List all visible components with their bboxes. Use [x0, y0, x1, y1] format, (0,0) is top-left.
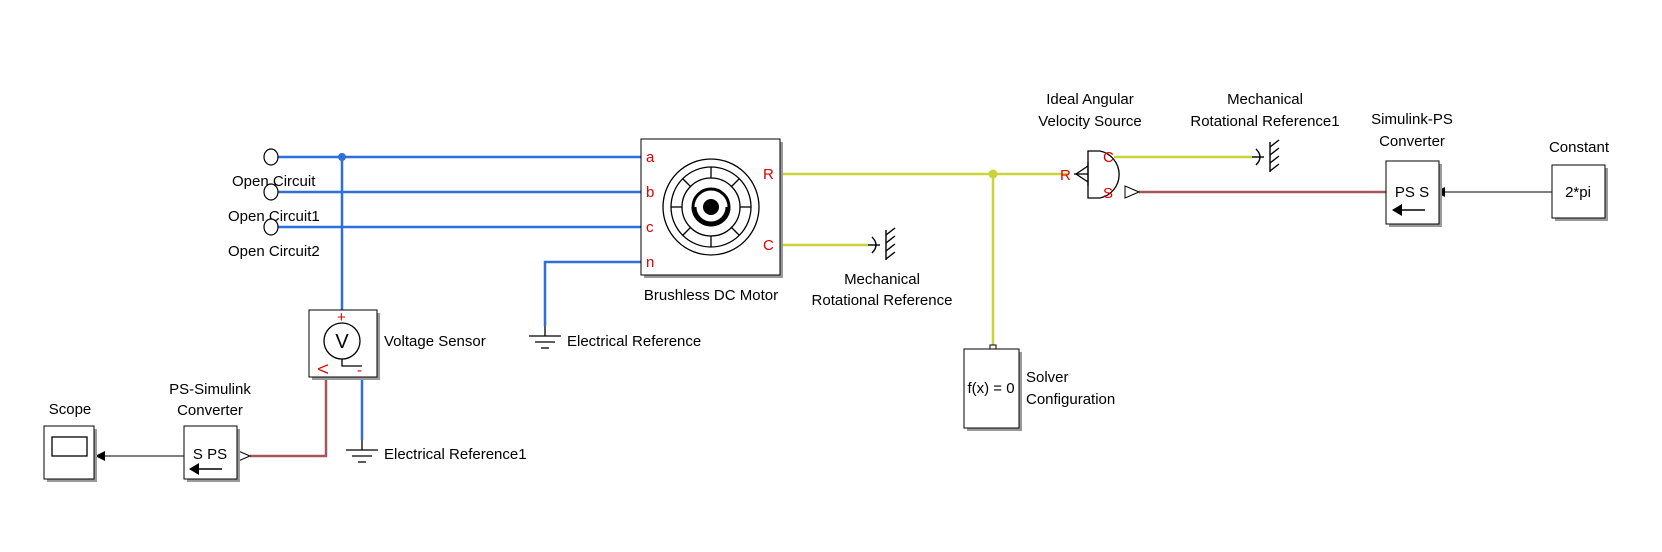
constant-value: 2*pi	[1565, 184, 1591, 201]
physical-signal-wires	[235, 185, 1386, 463]
open-circuit-label: Open Circuit	[232, 173, 316, 190]
solver-label-line1: Solver	[1026, 369, 1069, 386]
wire-sensor-to-converter[interactable]	[250, 378, 328, 458]
scope-screen-icon	[51, 436, 88, 457]
elec-ref-label: Electrical Reference	[567, 333, 701, 350]
open-circuit1-block[interactable]: Open Circuit1	[228, 183, 320, 225]
velocity-source-body	[1087, 150, 1120, 199]
ps-simulink-converter-block[interactable]: PS-Simulink Converter S PS	[169, 381, 251, 482]
elec-ref1-label: Electrical Reference1	[384, 446, 527, 463]
simulink-ps-label-line1: Simulink-PS	[1371, 111, 1453, 128]
solver-body	[963, 348, 1020, 429]
simulink-ps-body	[1385, 160, 1440, 225]
voltmeter-symbol: V	[335, 331, 349, 353]
brushless-dc-motor-block[interactable]: a b c n R C Brushless DC Motor	[640, 138, 783, 304]
wire-neutral-n[interactable]	[543, 260, 642, 326]
converter-arrow-icon	[189, 463, 222, 475]
mechanical-ground-icon	[868, 227, 896, 260]
open-circuit2-icon	[263, 218, 279, 236]
open-circuit-block[interactable]: Open Circuit	[232, 148, 316, 190]
ps-arrow-velocity	[1124, 185, 1141, 199]
wire-junction-electrical	[338, 153, 346, 161]
velocity-port-c: C	[1103, 149, 1114, 166]
open-circuit-icon	[263, 148, 279, 166]
velocity-source-label-line2: Velocity Source	[1038, 113, 1141, 130]
mech-ref1-label-line1: Mechanical	[1227, 91, 1303, 108]
scope-block[interactable]: Scope	[43, 401, 97, 482]
voltmeter-lead	[341, 359, 362, 367]
simulink-ps-label-line2: Converter	[1379, 133, 1445, 150]
electrical-reference-block[interactable]: Electrical Reference	[529, 326, 701, 350]
motor-port-c-case: C	[763, 237, 774, 254]
voltage-sensor-block[interactable]: V + - V Voltage Sensor	[308, 309, 486, 380]
mechanical-wires	[777, 155, 1252, 348]
velocity-port-r: R	[1060, 167, 1071, 184]
voltage-port-minus: -	[357, 362, 362, 379]
ps-simulink-label-line2: Converter	[177, 402, 243, 419]
mechanical-reference-block[interactable]: Mechanical Rotational Reference	[812, 227, 953, 309]
motor-icon	[662, 158, 760, 256]
electrical-ground-icon	[346, 440, 378, 463]
voltage-port-v: V	[314, 364, 331, 374]
velocity-port-s: S	[1103, 185, 1113, 202]
solver-label-line2: Configuration	[1026, 391, 1115, 408]
open-circuit1-label: Open Circuit1	[228, 208, 320, 225]
open-circuit2-block[interactable]: Open Circuit2	[228, 218, 320, 260]
velocity-source-icon	[1074, 162, 1089, 186]
mechanical-ground-icon	[1252, 139, 1280, 172]
ps-simulink-label-line1: PS-Simulink	[169, 381, 251, 398]
simulink-ps-converter-block[interactable]: Simulink-PS Converter PS S	[1371, 111, 1453, 227]
converter-arrow-icon	[1392, 204, 1425, 216]
motor-port-b: b	[646, 184, 654, 201]
open-circuit2-label: Open Circuit2	[228, 243, 320, 260]
signal-wires	[95, 187, 1552, 461]
mechanical-reference1-block[interactable]: Mechanical Rotational Reference1	[1190, 91, 1340, 172]
motor-port-a: a	[646, 149, 655, 166]
solver-text: f(x) = 0	[967, 380, 1014, 397]
constant-label: Constant	[1549, 139, 1610, 156]
constant-body	[1551, 164, 1606, 219]
ps-simulink-text: S PS	[193, 446, 227, 463]
voltage-port-plus: +	[337, 309, 346, 326]
mech-ref-label-line2: Rotational Reference	[812, 292, 953, 309]
electrical-wires	[268, 153, 642, 440]
motor-label: Brushless DC Motor	[644, 287, 778, 304]
velocity-source-label-line1: Ideal Angular	[1046, 91, 1134, 108]
ideal-angular-velocity-source-block[interactable]: Ideal Angular Velocity Source R C S	[1038, 91, 1141, 202]
solver-configuration-block[interactable]: f(x) = 0 Solver Configuration	[963, 344, 1115, 431]
electrical-reference1-block[interactable]: Electrical Reference1	[346, 440, 527, 463]
mech-ref-label-line1: Mechanical	[844, 271, 920, 288]
motor-port-r: R	[763, 166, 774, 183]
open-circuit1-icon	[263, 183, 279, 201]
electrical-ground-icon	[529, 326, 561, 349]
simulink-ps-text: PS S	[1395, 184, 1429, 201]
motor-port-n: n	[646, 254, 654, 271]
motor-port-c: c	[646, 219, 654, 236]
voltage-sensor-label: Voltage Sensor	[384, 333, 486, 350]
constant-block[interactable]: Constant 2*pi	[1549, 139, 1610, 221]
solver-port	[989, 344, 997, 350]
mech-ref1-label-line2: Rotational Reference1	[1190, 113, 1339, 130]
scope-label: Scope	[49, 401, 92, 418]
